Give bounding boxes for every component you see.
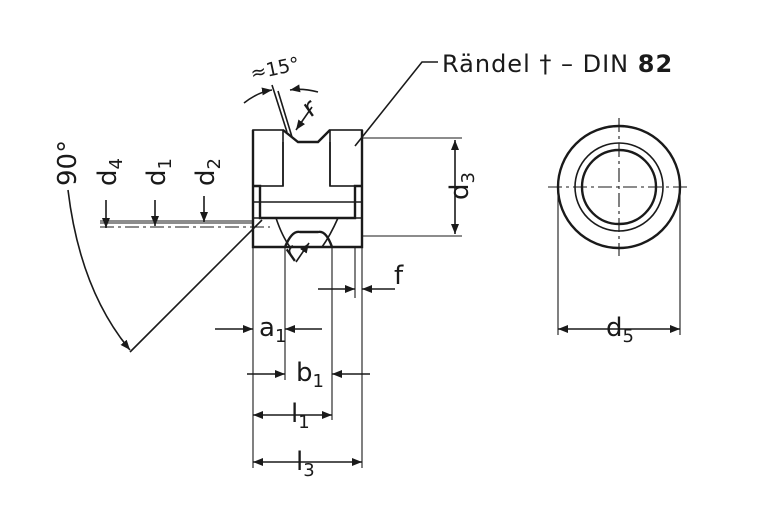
d2-label: d2 [191, 158, 225, 186]
d3-label: d3 [445, 172, 479, 200]
angle-15-marks [243, 84, 319, 138]
d5-label: d5 [606, 313, 634, 347]
knurl-note: Rändel † – DIN 82 [442, 50, 673, 78]
diameter-arrows [102, 196, 208, 228]
radius-top-label: r [297, 93, 323, 124]
knurl-note-leader [354, 61, 438, 147]
f-label: f [394, 261, 404, 291]
a1-label: a1 [259, 313, 286, 347]
bottom-undercut [283, 230, 334, 248]
angle-15-label: ≈15° [248, 53, 301, 85]
radius-bottom-leader [295, 242, 310, 263]
hatched-wall [252, 217, 363, 248]
top-groove [282, 129, 331, 144]
d4-label: d4 [93, 158, 127, 186]
l1-label: l1 [291, 399, 310, 433]
chamfer-leader [129, 219, 263, 353]
step-outline [253, 184, 362, 220]
angle-90-label: 90° [53, 140, 83, 186]
radius-top-leader [295, 106, 313, 131]
body-outline [251, 130, 364, 249]
end-view [548, 118, 690, 335]
l3-label: l3 [296, 447, 315, 481]
knurl-left [252, 129, 284, 187]
section-view [100, 129, 364, 249]
labels: ≈15° 90° Rändel † – DIN 82 r r d4 d1 d2 … [53, 50, 673, 481]
knurl-note-number: 82 [638, 50, 673, 78]
knurl-right [329, 129, 363, 187]
extension-lines [100, 137, 462, 468]
d1-label: d1 [142, 158, 176, 186]
angle-90-arc [67, 189, 131, 351]
b1-label: b1 [296, 358, 324, 392]
